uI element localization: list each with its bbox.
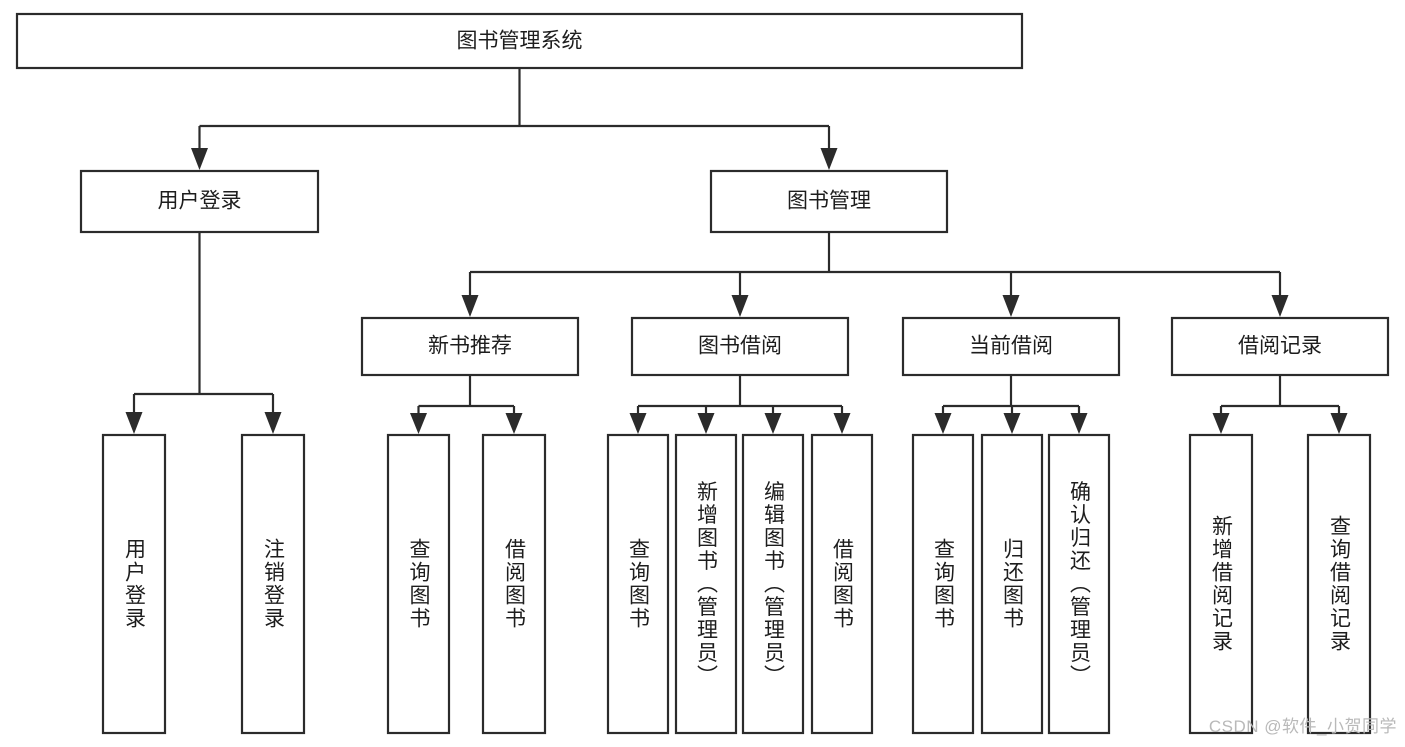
leaf-user-logout-box[interactable] [240, 433, 306, 735]
arrow-head-query-book-1 [410, 413, 427, 434]
node-book-management-label: 图书管理 [787, 190, 871, 213]
arrow-head-query-book-2 [629, 413, 647, 434]
leaf-confirm-return-admin-box[interactable] [1047, 433, 1111, 735]
node-book-borrow-box[interactable] [630, 316, 850, 377]
leaf-query-book-3[interactable]: 查询图书 [911, 433, 975, 735]
arrow-head-book-management [820, 148, 838, 170]
arrow-head-borrow-record [1271, 295, 1289, 317]
leaf-query-book-3-label: 查询图书 [932, 538, 956, 630]
leaf-borrow-book-1-label: 借阅图书 [503, 538, 527, 630]
leaf-query-book-3-box[interactable] [911, 433, 975, 735]
node-root-label: 图书管理系统 [457, 30, 583, 53]
arrow-head-add-book-admin [697, 413, 715, 434]
node-root[interactable]: 图书管理系统 [15, 12, 1024, 70]
leaf-user-logout-label: 注销登录 [262, 538, 286, 630]
leaf-add-book-admin-label: 新增图书（管理员） [695, 481, 719, 688]
node-current-borrow-box[interactable] [901, 316, 1121, 377]
node-user-login-label: 用户登录 [158, 190, 242, 213]
leaf-borrow-book-2[interactable]: 借阅图书 [810, 433, 874, 735]
arrow-head-borrow-book-1 [505, 413, 523, 434]
csdn-watermark: CSDN @软件_小贺同学 [1208, 717, 1397, 736]
arrow-head-borrow-book-2 [833, 413, 851, 434]
node-user-login[interactable]: 用户登录 [79, 169, 320, 234]
node-new-book-recommend-label: 新书推荐 [428, 335, 512, 358]
leaf-return-book-box[interactable] [980, 433, 1044, 735]
leaf-query-borrow-record-label: 查询借阅记录 [1328, 515, 1352, 653]
leaf-user-login-label: 用户登录 [123, 538, 147, 630]
arrow-head-new-book-recommend [461, 295, 479, 317]
leaf-edit-book-admin-box[interactable] [741, 433, 805, 735]
leaf-borrow-book-1[interactable]: 借阅图书 [481, 433, 547, 735]
arrow-head-query-borrow-record [1330, 413, 1348, 434]
arrow-head-user-login-leaf [125, 412, 143, 434]
leaf-user-login-box[interactable] [101, 433, 167, 735]
leaf-confirm-return-admin[interactable]: 确认归还（管理员） [1047, 433, 1111, 735]
node-current-borrow-label: 当前借阅 [969, 335, 1053, 358]
leaf-edit-book-admin[interactable]: 编辑图书（管理员） [741, 433, 805, 735]
node-book-borrow-label: 图书借阅 [698, 335, 782, 358]
leaf-add-book-admin[interactable]: 新增图书（管理员） [674, 433, 738, 735]
leaf-query-book-2-box[interactable] [606, 433, 670, 735]
arrow-head-confirm-return-admin [1070, 413, 1088, 434]
leaf-borrow-book-2-label: 借阅图书 [831, 538, 855, 630]
leaf-edit-book-admin-label: 编辑图书（管理员） [762, 481, 786, 688]
arrow-head-user-login [191, 148, 208, 170]
node-book-borrow[interactable]: 图书借阅 [630, 316, 850, 377]
leaf-confirm-return-admin-label: 确认归还（管理员） [1068, 481, 1092, 688]
arrow-head-return-book [1003, 413, 1021, 434]
leaf-add-borrow-record-box[interactable] [1188, 433, 1254, 735]
arrow-head-query-book-3 [934, 413, 952, 434]
node-root-box[interactable] [15, 12, 1024, 70]
leaf-query-book-1-label: 查询图书 [407, 538, 431, 630]
arrow-head-book-borrow [731, 295, 749, 317]
node-borrow-record[interactable]: 借阅记录 [1170, 316, 1390, 377]
node-new-book-recommend[interactable]: 新书推荐 [360, 316, 580, 377]
arrow-head-add-borrow-record [1212, 413, 1230, 434]
node-new-book-recommend-box[interactable] [360, 316, 580, 377]
leaf-borrow-book-1-box[interactable] [481, 433, 547, 735]
leaf-query-book-2[interactable]: 查询图书 [606, 433, 670, 735]
leaf-query-borrow-record-box[interactable] [1306, 433, 1372, 735]
leaf-user-login[interactable]: 用户登录 [101, 433, 167, 735]
leaf-add-borrow-record[interactable]: 新增借阅记录 [1188, 433, 1254, 735]
node-user-login-box[interactable] [79, 169, 320, 234]
leaf-borrow-book-2-box[interactable] [810, 433, 874, 735]
node-book-management[interactable]: 图书管理 [709, 169, 949, 234]
arrow-head-current-borrow [1002, 295, 1020, 317]
node-book-management-box[interactable] [709, 169, 949, 234]
leaf-query-book-2-label: 查询图书 [627, 538, 651, 630]
connector-layer [125, 68, 1348, 434]
leaf-user-logout[interactable]: 注销登录 [240, 433, 306, 735]
leaf-add-book-admin-box[interactable] [674, 433, 738, 735]
leaf-return-book-label: 归还图书 [1001, 538, 1025, 630]
arrow-head-edit-book-admin [764, 413, 782, 434]
arrow-head-user-logout-leaf [264, 412, 282, 434]
leaf-add-borrow-record-label: 新增借阅记录 [1210, 515, 1234, 653]
node-borrow-record-label: 借阅记录 [1238, 335, 1322, 358]
node-current-borrow[interactable]: 当前借阅 [901, 316, 1121, 377]
leaf-query-book-1[interactable]: 查询图书 [386, 433, 451, 735]
node-borrow-record-box[interactable] [1170, 316, 1390, 377]
leaf-query-book-1-box[interactable] [386, 433, 451, 735]
leaf-query-borrow-record[interactable]: 查询借阅记录 [1306, 433, 1372, 735]
leaf-return-book[interactable]: 归还图书 [980, 433, 1044, 735]
